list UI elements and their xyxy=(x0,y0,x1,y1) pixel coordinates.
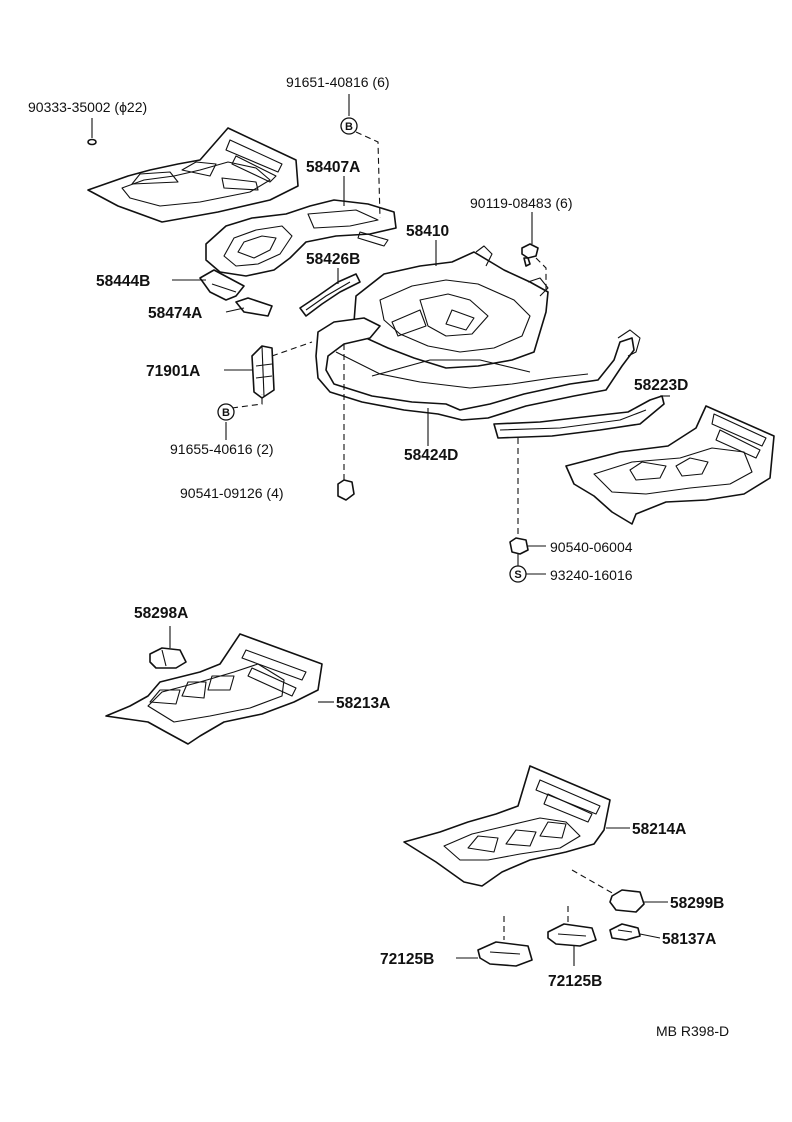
svg-text:B: B xyxy=(222,407,230,419)
callout-58299B: 58299B xyxy=(670,895,724,912)
callout-91651: 91651-40816 (6) xyxy=(286,74,390,90)
part-58474A xyxy=(235,297,273,317)
callout-93240: 93240-16016 xyxy=(550,567,633,583)
callout-58298A: 58298A xyxy=(134,605,188,622)
part-71901A xyxy=(251,345,275,399)
leader-lines xyxy=(91,94,670,966)
part-58214A xyxy=(403,765,611,887)
part-58223D xyxy=(493,395,665,439)
callout-58407A: 58407A xyxy=(306,159,360,176)
callout-72125B-right: 72125B xyxy=(548,973,602,990)
diagram-code: MB R398-D xyxy=(656,1023,729,1039)
callout-90541: 90541-09126 (4) xyxy=(180,485,284,501)
bolt-symbol-b-top: B xyxy=(340,117,358,135)
grommet-90541-icon xyxy=(337,479,355,501)
callout-91655: 91655-40616 (2) xyxy=(170,441,274,457)
callout-58137A: 58137A xyxy=(662,931,716,948)
callout-58223D: 58223D xyxy=(634,377,688,394)
callout-90333: 90333-35002 (ϕ22) xyxy=(28,99,147,115)
callout-58213A: 58213A xyxy=(336,695,390,712)
callout-58474A: 58474A xyxy=(148,305,202,322)
callout-90540: 90540-06004 xyxy=(550,539,633,555)
part-58299B xyxy=(609,889,645,913)
part-58424D xyxy=(315,317,641,421)
part-58410 xyxy=(353,245,549,369)
bolt-symbol-b-left: B xyxy=(217,403,235,421)
callout-58444B: 58444B xyxy=(96,273,150,290)
callout-58214A: 58214A xyxy=(632,821,686,838)
part-58407A xyxy=(205,199,397,277)
part-58213A xyxy=(105,633,323,745)
upper-left-insulator-part xyxy=(87,127,299,223)
upper-right-insulator-part xyxy=(565,405,775,525)
part-72125B-right xyxy=(547,923,597,947)
callout-90119: 90119-08483 (6) xyxy=(470,195,572,211)
svg-text:B: B xyxy=(345,121,353,133)
bolt-90119-icon xyxy=(521,243,539,267)
part-58137A xyxy=(609,923,641,941)
part-72125B-left xyxy=(477,941,533,967)
screw-symbol-s: S xyxy=(509,565,527,583)
callout-71901A: 71901A xyxy=(146,363,200,380)
part-58444B xyxy=(199,269,245,301)
part-58426B xyxy=(299,273,361,317)
callout-58424D: 58424D xyxy=(404,447,458,464)
clip-90333-icon xyxy=(87,138,97,146)
callout-58426B: 58426B xyxy=(306,251,360,268)
part-58298A xyxy=(149,647,187,669)
svg-text:S: S xyxy=(514,569,521,581)
nut-90540-icon xyxy=(509,537,529,555)
callout-72125B-left: 72125B xyxy=(380,951,434,968)
callout-58410: 58410 xyxy=(406,223,449,240)
